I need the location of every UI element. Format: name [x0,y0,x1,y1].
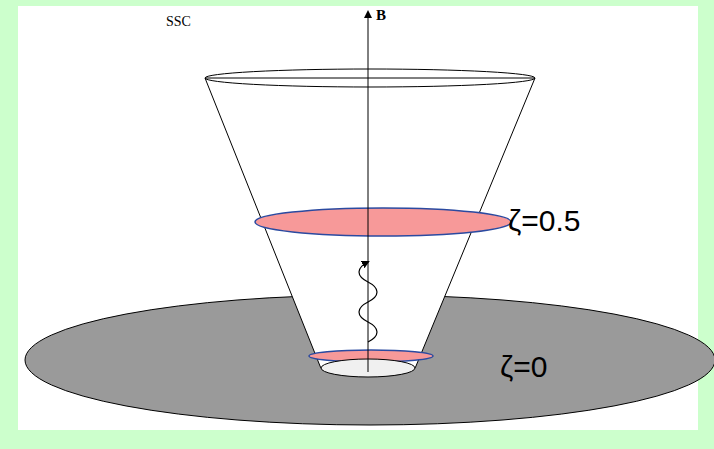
diagram-name: SSC [166,15,191,29]
field-label: B [376,8,386,23]
cone-rim [205,69,535,87]
zeta-label: ζ=0 [500,352,547,382]
field-axis [368,12,369,372]
cone-body [205,78,535,376]
pink-section-upper [255,208,511,236]
zeta-label: ζ=0.5 [508,206,580,236]
photon-wave [359,262,377,342]
